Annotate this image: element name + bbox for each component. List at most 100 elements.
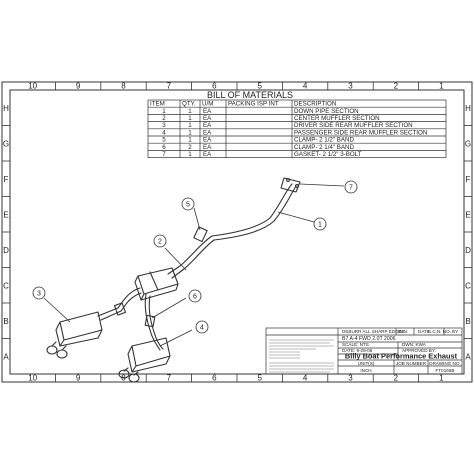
bom-cell: 1 [162, 108, 166, 115]
bom-cell: CENTER MUFFLER SECTION [294, 115, 380, 122]
bom-cell: 1 [188, 122, 192, 129]
rear-muffler-driver [55, 311, 103, 347]
flange-bolt-2 [295, 184, 299, 188]
bom-cell: DOWN PIPE SECTION [294, 108, 359, 115]
bom-cell: CLAMP- 2 1/2" BAND [294, 137, 354, 144]
svg-text:7: 7 [349, 185, 353, 192]
bom-cell: 1 [188, 115, 192, 122]
exhaust-tip-driver-2 [56, 349, 68, 359]
zone-col-label-top: 5 [257, 82, 262, 91]
bom-cell: EA [203, 137, 212, 144]
zone-col-label-bottom: 2 [394, 374, 399, 383]
drawing-label: DRAWING NO. [429, 361, 460, 366]
drawing-number: FT0165B [436, 368, 455, 373]
muffler-seam [149, 271, 159, 291]
zone-row-label-right: D [465, 246, 471, 255]
bom-cell: 1 [188, 108, 192, 115]
zone-row-label-left: C [3, 281, 9, 290]
band-clamp-5 [193, 226, 208, 243]
bom-cell: EA [203, 108, 212, 115]
zone-col-label-top: 4 [303, 82, 308, 91]
zone-col-label-bottom: 4 [303, 374, 308, 383]
down-pipe [211, 183, 297, 241]
callout-5: 5 [181, 197, 195, 211]
zone-col-label-bottom: 5 [257, 374, 262, 383]
y-pipe-left [97, 287, 142, 321]
zone-ticks [2, 82, 472, 382]
zone-row-label-left: G [3, 139, 9, 148]
callout-balloons: 1 2 3 4 5 6 7 [32, 180, 358, 334]
zone-col-label-top: 3 [348, 82, 353, 91]
zone-row-label-right: B [465, 317, 470, 326]
bom-header-cell: U/M [202, 101, 213, 108]
exhaust-assembly [46, 177, 301, 383]
bom-cell: GASKET- 2 1/2" 3-BOLT [294, 151, 362, 158]
svg-text:4: 4 [200, 325, 204, 332]
bom-cell: 1 [188, 129, 192, 136]
flange-bolt-1 [286, 178, 290, 182]
svg-text:3: 3 [37, 291, 41, 298]
bom-cell: 3 [162, 122, 166, 129]
down-pipe-flange [280, 177, 301, 193]
date-header: DATE [418, 329, 430, 334]
bom-header-cell: DESCRIPTION [294, 101, 336, 108]
units-label: UNIT(S) [358, 361, 375, 366]
exhaust-tip-passenger-1 [118, 369, 130, 379]
band-clamp-6b [144, 314, 156, 328]
units-value: INCH [360, 368, 371, 373]
scale: SCALE: NTS [342, 342, 369, 347]
bom-header-cell: PACKING ISP INT [228, 101, 279, 108]
bom-cell: DRIVER SIDE REAR MUFFLER SECTION [294, 122, 413, 129]
zone-row-label-left: F [4, 175, 9, 184]
callout-2: 2 [153, 234, 167, 248]
zone-row-label-left: D [3, 246, 9, 255]
band-clamp-6a [113, 302, 127, 316]
bom-cell: 5 [162, 137, 166, 144]
bom-cell: PASSENGER SIDE REAR MUFFLER SECTION [294, 129, 427, 136]
zone-row-label-left: B [3, 317, 8, 326]
zone-row-label-right: A [465, 352, 471, 361]
bom-cell: 4 [162, 129, 166, 136]
bom-title: BILL OF MATERIALS [207, 90, 293, 100]
svg-text:5: 5 [186, 202, 190, 209]
by-label: BY [452, 329, 458, 334]
zone-row-label-right: E [465, 210, 470, 219]
center-muffler [134, 267, 179, 301]
zone-col-label-top: 2 [394, 82, 399, 91]
callout-7: 7 [344, 180, 358, 194]
zone-col-label-bottom: 7 [167, 374, 172, 383]
bom-cell: 1 [188, 151, 192, 158]
svg-text:6: 6 [193, 294, 197, 301]
bom-cell: 1 [188, 137, 192, 144]
bom-cell: 7 [162, 151, 166, 158]
callout-1: 1 [313, 217, 327, 231]
zone-row-label-right: H [465, 104, 471, 113]
y-pipe-right [144, 293, 164, 351]
deburr-note: DEBURR ALL SHARP EDGES [342, 329, 405, 334]
bom-cell: EA [203, 122, 212, 129]
zone-col-label-top: 6 [212, 82, 217, 91]
zone-row-label-right: C [465, 281, 471, 290]
bom-cell: 6 [162, 144, 166, 151]
callout-3: 3 [32, 286, 46, 300]
zone-col-label-top: 8 [121, 82, 126, 91]
callout-4: 4 [195, 320, 209, 334]
rear-muffler-passenger [127, 337, 171, 373]
zone-col-label-bottom: 1 [439, 374, 444, 383]
zone-col-label-top: 10 [28, 82, 37, 91]
zone-row-label-left: E [3, 210, 8, 219]
zone-col-label-bottom: 3 [348, 374, 353, 383]
zone-row-label-left: H [3, 104, 9, 113]
zone-col-label-top: 9 [76, 82, 81, 91]
company-name: Billy Boat Performance Exhaust [345, 352, 458, 361]
zone-row-label-right: F [466, 175, 471, 184]
bom-cell: 2 [162, 115, 166, 122]
ecn-label: E.C.N. NO. [428, 329, 451, 334]
bom-cell: CLAMP- 2 1/4" BAND [294, 144, 354, 151]
bom-cell: EA [203, 115, 212, 122]
exhaust-tip-passenger-2 [128, 373, 140, 383]
zone-row-label-left: A [3, 352, 9, 361]
zone-col-label-bottom: 10 [28, 374, 37, 383]
svg-text:1: 1 [318, 222, 322, 229]
